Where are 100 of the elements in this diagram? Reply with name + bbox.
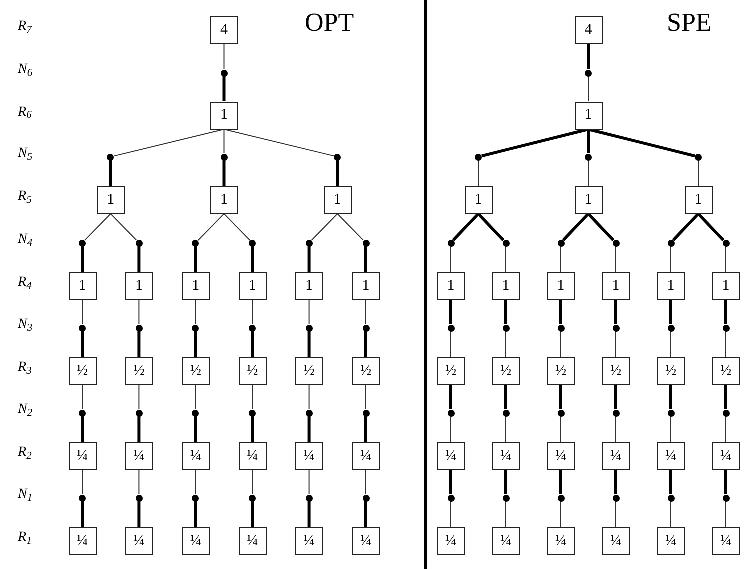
connector-line [308, 384, 310, 410]
connector-line [698, 160, 699, 186]
value-box: ½ [657, 357, 685, 385]
value-box: ½ [492, 357, 520, 385]
value-box: ¼ [68, 442, 96, 470]
connector-line [560, 246, 562, 272]
value-box: ¼ [602, 442, 630, 470]
connector-line [252, 470, 254, 495]
value-box: 1 [352, 272, 380, 300]
connector-line [450, 501, 452, 528]
connector-line [308, 470, 310, 495]
connector-line [336, 160, 340, 186]
connector-line [251, 416, 254, 442]
connector-line [194, 332, 198, 357]
value-box: 1 [324, 186, 352, 214]
value-box: ¼ [125, 442, 154, 470]
value-box: 1 [96, 186, 125, 214]
connector-line [614, 470, 618, 494]
row-label: R$_{1}$ [18, 531, 32, 545]
connector-line [482, 128, 589, 158]
connector-line [308, 246, 311, 272]
value-box: ¼ [125, 527, 154, 555]
connector-line [670, 470, 672, 494]
value-box: 1 [712, 272, 740, 300]
value-box: ¼ [547, 527, 575, 555]
row-label: N$_{3}$ [18, 318, 33, 332]
connector-line [560, 470, 562, 494]
connector-line [450, 331, 452, 358]
connector-line [588, 160, 589, 186]
connector-line [252, 384, 254, 410]
value-box: 1 [210, 102, 238, 130]
connector-line [138, 502, 141, 527]
value-box: ¼ [602, 527, 630, 555]
value-box: ½ [437, 357, 465, 385]
connector-line [251, 246, 254, 272]
connector-line [724, 300, 728, 324]
connector-line [364, 416, 368, 442]
connector-line [670, 385, 672, 410]
connector-line [81, 246, 84, 272]
connector-line [195, 300, 196, 325]
connector-line [109, 160, 112, 186]
row-label: R$_{5}$ [18, 190, 32, 204]
value-box: ¼ [182, 527, 210, 555]
connector-line [110, 214, 138, 241]
value-box: 1 [684, 186, 712, 214]
connector-line [364, 332, 368, 357]
value-box: ¼ [295, 442, 324, 470]
connector-line [194, 416, 198, 442]
connector-line [587, 130, 590, 154]
connector-line [560, 300, 562, 324]
value-box: ¼ [712, 527, 740, 555]
connector-line [138, 246, 141, 272]
connector-line [504, 385, 508, 410]
connector-line [672, 212, 700, 242]
connector-line [138, 332, 141, 357]
value-box: 1 [464, 186, 492, 214]
row-label: N$_{6}$ [18, 63, 33, 77]
connector-line [562, 212, 590, 242]
connector-line [81, 332, 84, 357]
connector-line [224, 129, 335, 157]
connector-line [194, 246, 198, 272]
connector-line [251, 332, 254, 357]
value-box: 1 [492, 272, 520, 300]
connector-line [81, 502, 84, 527]
connector-line [82, 470, 83, 495]
connector-line [670, 300, 672, 324]
connector-line [364, 502, 368, 527]
value-box: 1 [210, 186, 238, 214]
row-label: N$_{1}$ [18, 488, 33, 502]
connector-line [138, 384, 140, 410]
connector-line [114, 129, 225, 157]
connector-line [138, 470, 140, 495]
value-box: ¼ [437, 442, 465, 470]
value-box: ½ [602, 357, 630, 385]
connector-line [308, 502, 311, 527]
row-label: N$_{4}$ [18, 233, 33, 247]
row-label: R$_{6}$ [18, 106, 32, 120]
connector-line [504, 300, 508, 324]
value-box: 4 [210, 16, 238, 44]
connector-line [477, 212, 505, 242]
value-box: ¼ [352, 527, 380, 555]
value-box: ¼ [492, 442, 520, 470]
connector-line [670, 246, 672, 272]
row-label: N$_{5}$ [18, 147, 33, 161]
value-box: ¼ [657, 527, 685, 555]
connector-line [724, 470, 728, 494]
connector-line [588, 76, 589, 102]
connector-line [560, 331, 562, 358]
panel-title: OPT [305, 10, 354, 36]
value-box: ¼ [68, 527, 96, 555]
connector-line [450, 416, 452, 442]
connector-line [81, 416, 84, 442]
connector-line [588, 128, 696, 158]
value-box: ½ [68, 357, 96, 385]
connector-line [82, 300, 83, 325]
value-box: ¼ [238, 442, 267, 470]
connector-line [222, 76, 226, 102]
connector-line [311, 214, 338, 241]
connector-line [670, 331, 672, 358]
value-box: ½ [712, 357, 740, 385]
